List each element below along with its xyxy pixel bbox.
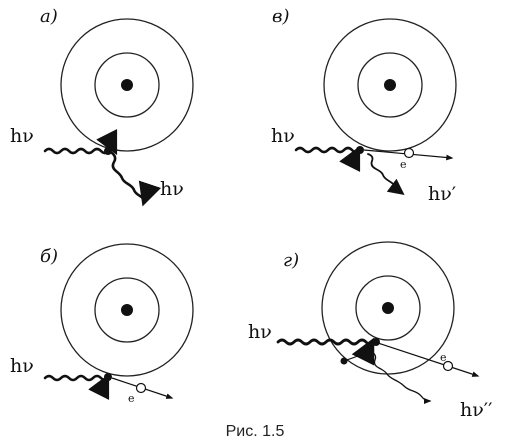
fluorescence-photon-wave (371, 351, 432, 405)
panel-v-letter: в) (272, 6, 290, 27)
panel-b: б) e hν (10, 243, 194, 405)
bound-electron (104, 147, 112, 155)
incoming-photon-wave (276, 337, 375, 366)
ejected-inner-electron (372, 338, 380, 346)
electron-label: e (128, 392, 135, 405)
electron-path (377, 342, 480, 377)
photon-out-label: hν′′ (460, 399, 492, 421)
bound-electron (104, 373, 112, 381)
nucleus (121, 79, 133, 91)
panel-a-letter: а) (40, 6, 58, 27)
photon-in-label: hν (248, 321, 272, 343)
photon-in-label: hν (10, 355, 34, 377)
panel-v: в) e hν hν′ (271, 6, 457, 205)
outgoing-photon-wave (110, 151, 162, 207)
electron-label: e (400, 158, 407, 171)
ejected-electron (135, 382, 147, 394)
photon-in-label: hν (10, 125, 34, 147)
ejected-electron (442, 360, 454, 372)
incoming-photon-wave (294, 145, 361, 172)
nucleus (384, 79, 396, 91)
inner-orbit (94, 277, 160, 343)
ejected-electron (403, 147, 415, 159)
outer-orbit (321, 241, 455, 375)
electron-transition-arrow (345, 344, 374, 361)
inner-orbit (94, 52, 160, 118)
photon-out-label: hν′ (428, 183, 456, 205)
outer-electron (340, 357, 348, 365)
incoming-photon-wave (43, 373, 110, 400)
inner-orbit (355, 275, 421, 341)
panel-g: г) e hν hν′′ (248, 241, 492, 421)
panel-g-letter: г) (283, 250, 299, 271)
inner-orbit (357, 52, 423, 118)
nucleus (382, 302, 394, 314)
bound-electron (356, 146, 364, 154)
figure-caption: Рис. 1.5 (226, 423, 285, 440)
panel-b-letter: б) (40, 246, 58, 267)
outer-orbit (323, 18, 457, 152)
photon-in-label: hν (271, 125, 295, 147)
outer-orbit (60, 243, 194, 377)
outer-orbit (60, 18, 194, 152)
photon-out-label: hν (160, 178, 184, 200)
nucleus (121, 304, 133, 316)
panel-a: а) hν hν (10, 6, 194, 207)
scattered-photon-wave (367, 153, 405, 195)
electron-label: e (440, 351, 447, 364)
